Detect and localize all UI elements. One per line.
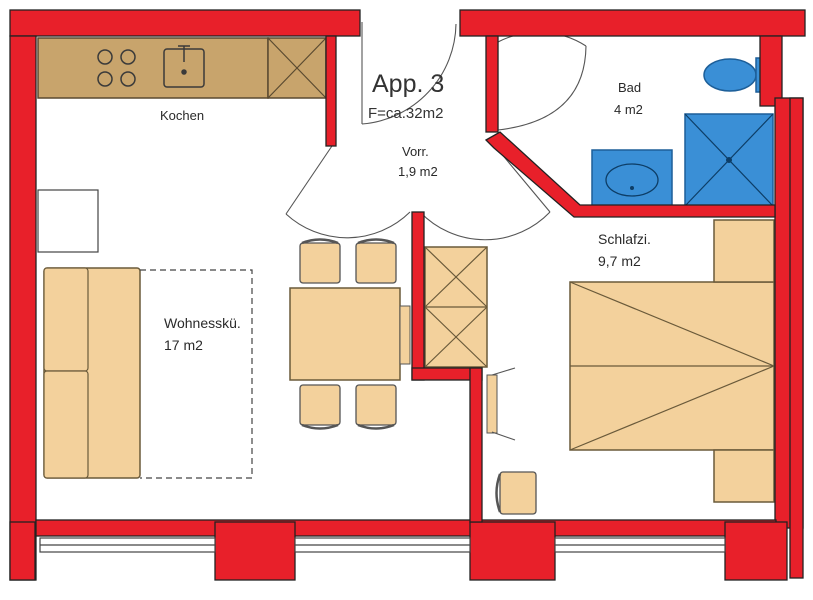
room-area-bedroom: 9,7 m2 xyxy=(598,253,641,269)
kitchen-counter xyxy=(37,37,327,99)
room-label-bedroom: Schlafzi. xyxy=(598,231,651,247)
desk xyxy=(486,374,498,434)
walls xyxy=(9,9,806,581)
side-shelf xyxy=(399,305,411,365)
sofa xyxy=(43,267,141,479)
toilet-icon xyxy=(703,57,769,93)
sofa-bed-outline xyxy=(140,269,253,479)
apartment-area: F=ca.32m2 xyxy=(368,105,443,122)
room-label-hall: Vorr. xyxy=(402,144,429,159)
stove-icon xyxy=(97,49,136,87)
room-area-hall: 1,9 m2 xyxy=(398,164,438,179)
wardrobe xyxy=(424,246,488,368)
room-area-bath: 4 m2 xyxy=(614,102,643,117)
washbasin-icon xyxy=(591,149,673,207)
dining-table xyxy=(289,287,401,381)
room-label-bath: Bad xyxy=(618,80,641,95)
nightstand-top xyxy=(713,219,775,283)
windows xyxy=(39,537,726,553)
apartment-title: App. 3 xyxy=(372,70,444,98)
sink-icon xyxy=(163,45,205,88)
room-label-kitchen: Kochen xyxy=(160,108,204,123)
chairs xyxy=(299,238,397,430)
chair-bedroom xyxy=(499,471,537,515)
door-swings xyxy=(285,22,587,441)
cabinet xyxy=(37,189,99,253)
double-bed xyxy=(569,281,775,451)
chair-bedroom-back xyxy=(495,473,502,513)
nightstand-bottom xyxy=(713,449,775,503)
room-area-living: 17 m2 xyxy=(164,337,203,353)
room-label-living: Wohnesskü. xyxy=(164,315,241,331)
shower-icon xyxy=(684,113,774,207)
